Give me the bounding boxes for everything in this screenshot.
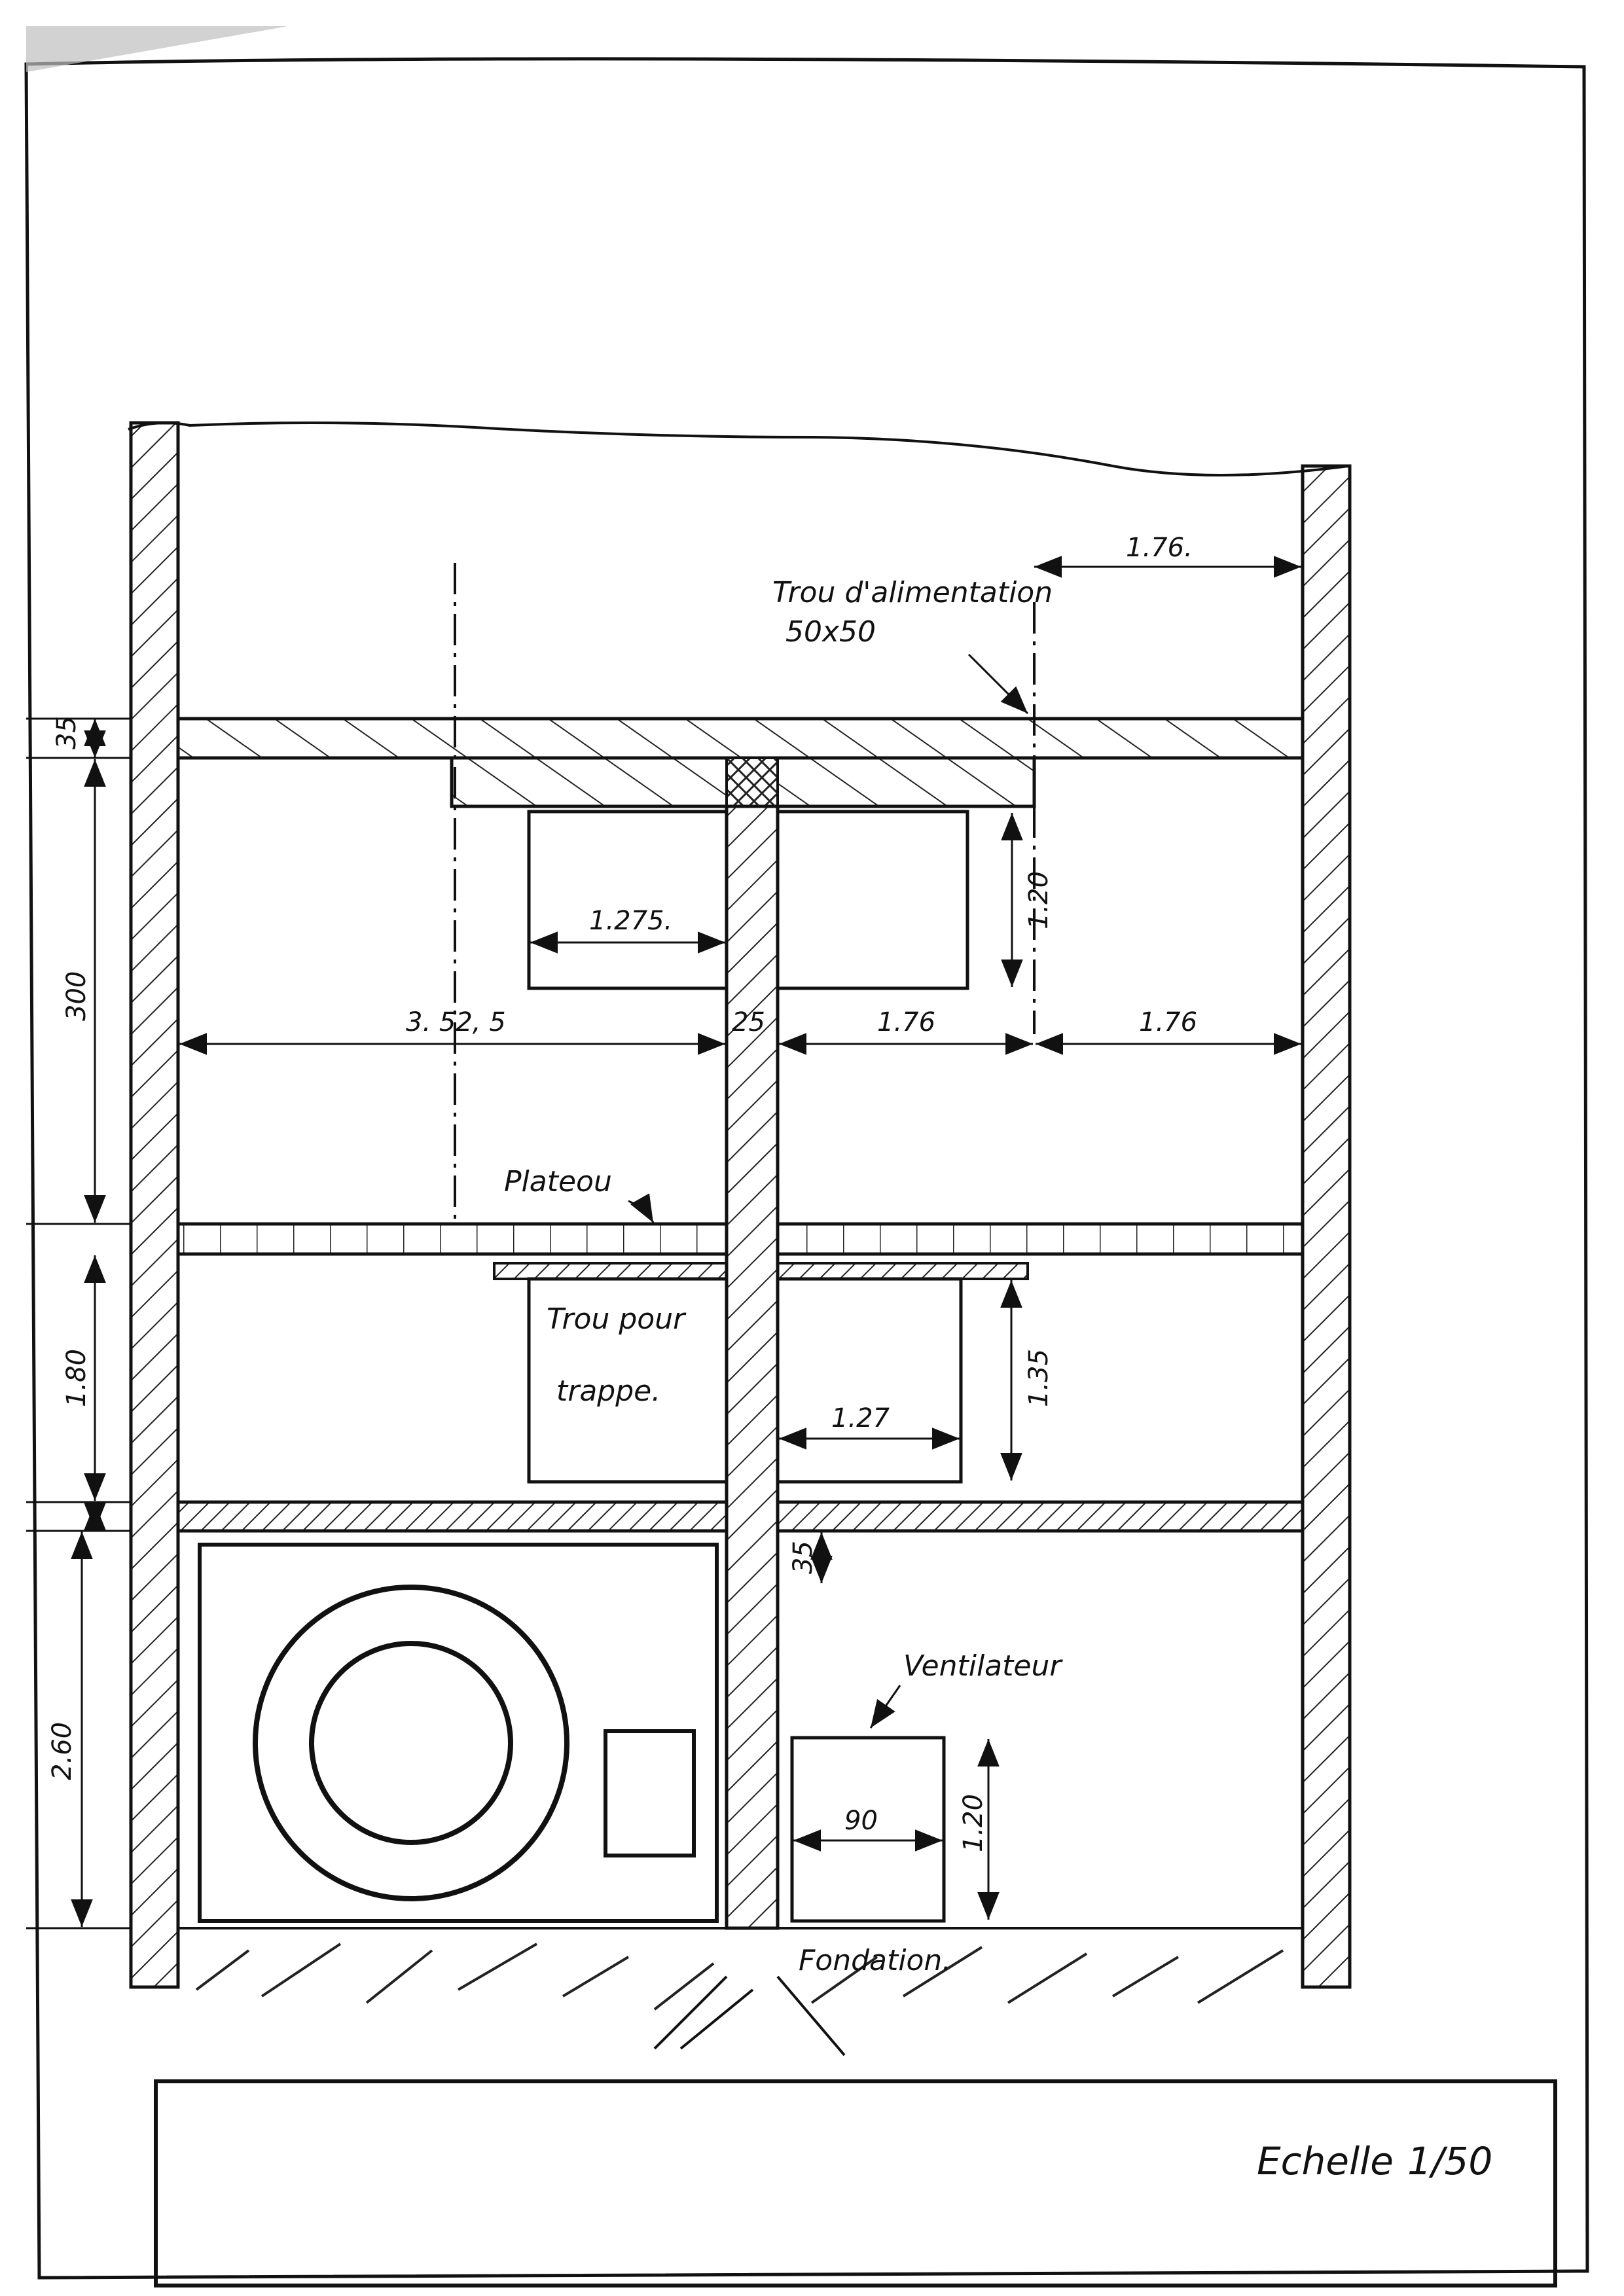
dim-right-room-width-b: 1.76 [1139,1007,1197,1037]
dim-opening-right-height: 1.20 [1024,871,1054,929]
dim-left-room-width: 3. 52, 5 [406,1007,506,1037]
dim-vent-width: 90 [844,1806,878,1836]
label-feed-hole-size: 50x50 [785,615,876,649]
label-ventilator: Ventilateur [903,1649,1063,1683]
dim-floor2-height: 1.80 [62,1349,92,1407]
wall-central [725,804,780,1930]
wall-left [129,421,180,1989]
machine-inner-ring [309,1641,513,1845]
label-trap-hole-1: Trou pour [547,1302,687,1336]
foundation-hatch [195,1943,1284,2011]
dim-opening-left-width: 1.275. [589,906,672,936]
machine-panel [604,1729,696,1857]
label-plateau: Plateou [504,1165,612,1198]
label-feed-hole: Trou d'alimentation [772,576,1053,609]
dim-slab-top: 35 [52,716,82,749]
leader-lines [628,653,1029,1729]
dim-floor1-height: 300 [62,971,92,1021]
wall-top-break-line [128,422,1349,476]
opening-left-floor1 [527,810,729,990]
machine-outer-ring [253,1585,569,1901]
dimension-lines [26,556,1301,1929]
scale-value: 1/50 [1407,2139,1492,2183]
dim-right-room-width-a: 1.76 [877,1007,935,1037]
dim-trap-height: 1.35 [1024,1349,1054,1407]
dim-trap-width: 1.27 [831,1403,890,1433]
title-block [154,2079,1557,2287]
beam-junction [725,757,779,808]
ventilator-box [790,1736,946,1923]
opening-right-floor1 [776,810,969,990]
slab-top [176,717,1305,760]
wall-right [1301,464,1352,1989]
page-corner-shadow [26,26,288,72]
dim-floor3-height: 2.60 [47,1722,77,1780]
page-border [24,57,1589,2280]
foundation-footing [653,1975,846,2056]
trap-opening-right [776,1277,963,1484]
dim-wall-thickness: 25 [732,1007,765,1037]
dim-beam-height: 35 [788,1541,818,1574]
label-foundation: Fondation. [799,1944,951,1977]
dim-vent-height: 1.20 [958,1794,988,1852]
dim-top-right-width: 1.76. [1126,533,1193,563]
label-trap-hole-2: trappe. [556,1374,660,1408]
scale-label: Echelle [1257,2139,1394,2183]
trap-opening-left [527,1277,729,1484]
